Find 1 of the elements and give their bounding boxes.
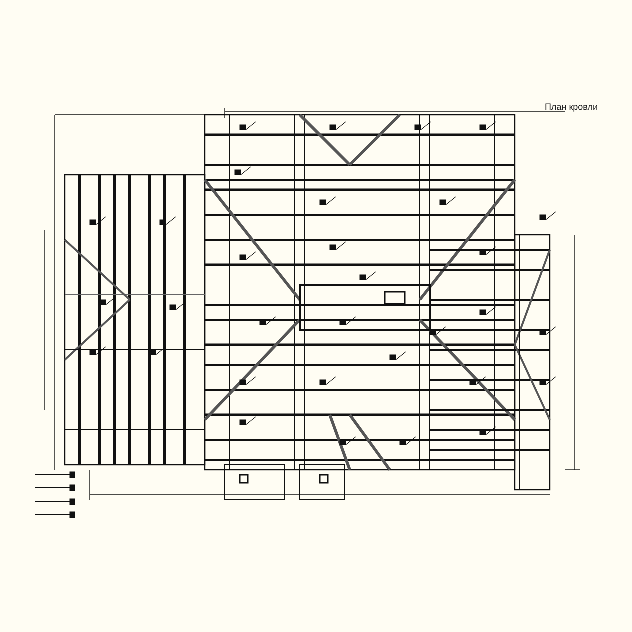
- drawing-title: План кровли: [545, 102, 598, 112]
